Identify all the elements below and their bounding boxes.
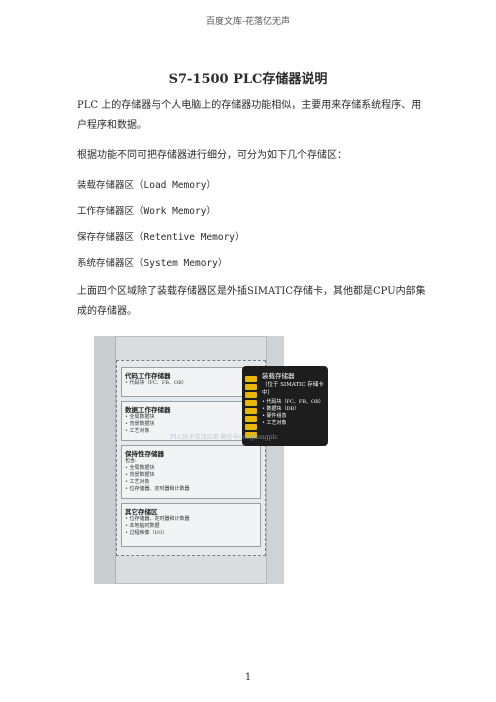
page-number: 1	[244, 672, 252, 683]
paragraph-classification: 根据功能不同可把存储器进行细分，可分为如下几个存储区：	[77, 150, 347, 161]
box-title: 保持性存储器	[125, 450, 164, 458]
box-item: • 工艺对象	[125, 479, 150, 485]
box-item: • 位存储器、定时器和计数器	[125, 486, 190, 492]
internal-memory-frame: 代码工作存储器 • 代码块（FC、FB、OB） 数据工作存储器 • 全局数据块 …	[116, 360, 266, 556]
card-subtitle: （位于 SIMATIC 存储卡中）	[262, 382, 324, 396]
card-item: • 工艺对象	[262, 420, 287, 426]
data-work-memory-box: 数据工作存储器 • 全局数据块 • 背景数据块 • 工艺对象	[121, 401, 261, 441]
box-item: • 过程映像（I/O）	[125, 530, 168, 536]
box-item: • 代码块（FC、FB、OB）	[125, 380, 187, 386]
list-item-retentive-memory: 保存存储器区（Retentive Memory）	[77, 232, 245, 243]
paragraph-intro: PLC 上的存储器与个人电脑上的存储器功能相似，主要用来存储系统程序、用户程序和…	[77, 100, 422, 131]
page-header: 百度文库-花落亿无声	[205, 17, 291, 27]
card-item: • 数据块（DB）	[262, 406, 300, 412]
card-title: 装载存储器	[262, 372, 295, 380]
box-title: 数据工作存储器	[125, 406, 171, 414]
plc-memory-diagram: 代码工作存储器 • 代码块（FC、FB、OB） 数据工作存储器 • 全局数据块 …	[94, 336, 328, 584]
box-item: 包含:	[125, 458, 137, 464]
box-item: • 背景数据块	[125, 472, 155, 478]
simatic-memory-card: 装载存储器 （位于 SIMATIC 存储卡中） • 代码块（FC、FB、OB） …	[242, 366, 328, 446]
card-item: • 代码块（FC、FB、OB）	[262, 399, 324, 405]
box-item: • 背景数据块	[125, 421, 155, 427]
paragraph-summary: 上面四个区域除了装载存储器区是外插SIMATIC存储卡，其他都是CPU内部集成的…	[77, 286, 426, 317]
box-item: • 位存储器、定时器和计数器	[125, 516, 190, 522]
other-memory-box: 其它存储区 • 位存储器、定时器和计数器 • 本地临时数据 • 过程映像（I/O…	[121, 503, 261, 547]
list-item-system-memory: 系统存储器区（System Memory）	[77, 258, 228, 269]
box-title: 代码工作存储器	[125, 372, 171, 380]
box-item: • 本地临时数据	[125, 523, 160, 529]
card-contacts	[245, 376, 257, 440]
code-work-memory-box: 代码工作存储器 • 代码块（FC、FB、OB）	[121, 367, 261, 397]
box-item: • 全局数据块	[125, 414, 155, 420]
watermark: PLC技术交流应用 微信号gongkongplc	[170, 434, 278, 441]
box-item: • 工艺对象	[125, 428, 150, 434]
box-item: • 全局数据块	[125, 465, 155, 471]
retentive-memory-box: 保持性存储器 包含: • 全局数据块 • 背景数据块 • 工艺对象 • 位存储器…	[121, 445, 261, 499]
document-title: S7-1500 PLC存储器说明	[168, 72, 328, 87]
box-title: 其它存储区	[125, 508, 158, 516]
list-item-work-memory: 工作存储器区（Work Memory）	[77, 206, 216, 217]
list-item-load-memory: 装载存储器区（Load Memory）	[77, 180, 216, 191]
card-item: • 硬件组态	[262, 413, 287, 419]
plc-left-rail	[94, 336, 116, 584]
